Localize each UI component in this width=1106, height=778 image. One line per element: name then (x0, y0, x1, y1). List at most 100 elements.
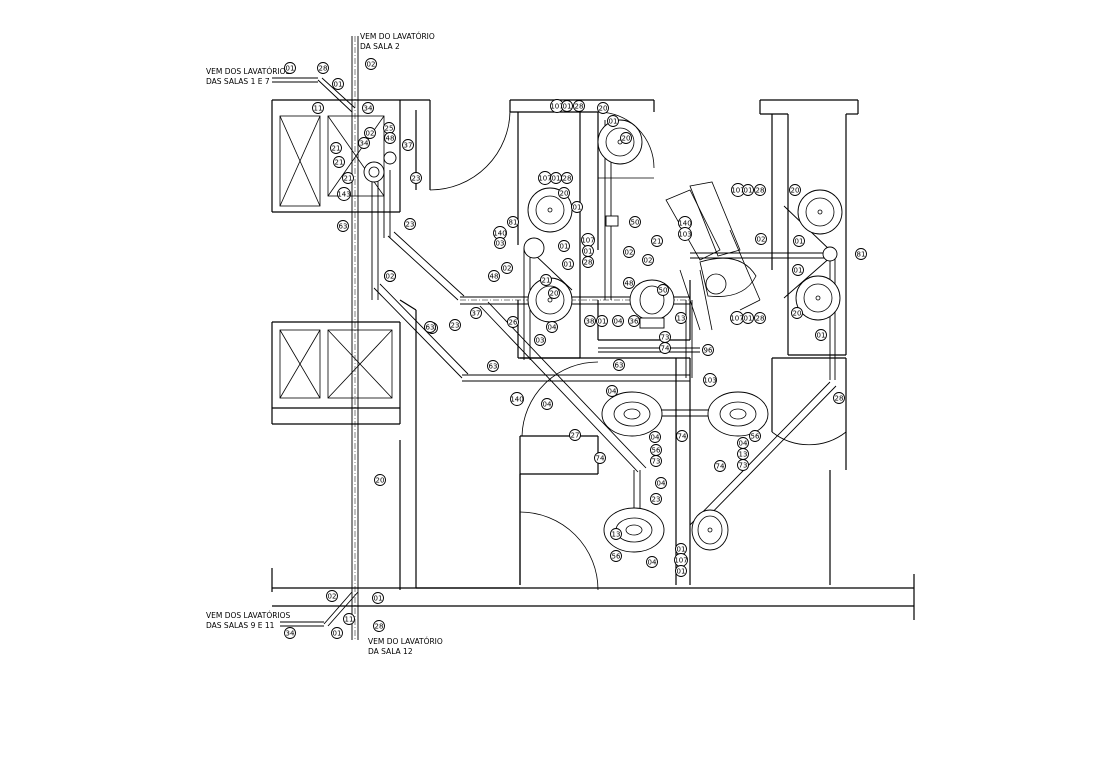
pipe-tag: 20 (558, 187, 570, 199)
pipe-tag-label: 28 (756, 187, 765, 195)
pipe-tag: 13 (675, 312, 687, 324)
pipe-tag: 01 (675, 543, 687, 555)
pipe-tag-label: 02 (366, 130, 375, 138)
pipe-tag-label: 04 (657, 480, 666, 488)
pipe-tag-label: 96 (704, 347, 713, 355)
pipe-tag-label: 23 (451, 322, 460, 330)
pipe-tag-label: 48 (490, 273, 499, 281)
pipe-tag-label: 03 (496, 240, 505, 248)
pipe-tag: 96 (702, 344, 714, 356)
notes: VEM DOS LAVATÓRIOS DAS SALAS 1 E 7 VEM D… (206, 32, 443, 656)
pipe-tag-label: 103 (703, 377, 716, 385)
pipe-tag-label: 01 (560, 243, 569, 251)
pipe-tag: 28 (754, 312, 766, 324)
pipe-tag-label: 01 (677, 546, 686, 554)
pipe-tag-label: 81 (509, 219, 518, 227)
pipe-tag: 01 (675, 565, 687, 577)
pipe-tag-label: 28 (756, 315, 765, 323)
pipe-tag-label: 21 (542, 277, 551, 285)
pipe-tag: 21 (333, 156, 345, 168)
pipe-tag-label: 21 (653, 238, 662, 246)
pipe-tag: 01 (582, 245, 594, 257)
note-bottom-mid-2: DA SALA 12 (368, 647, 413, 656)
pipe-tag: 28 (317, 62, 329, 74)
pipe-tag: 01 (561, 100, 573, 112)
pipe-tag-label: 56 (612, 553, 621, 561)
pipe-tag: 01 (742, 312, 754, 324)
wc-1 (601, 391, 663, 437)
pipe-tag: 26 (507, 316, 519, 328)
pipe-tag-label: 01 (677, 568, 686, 576)
pipe-tag: 20 (791, 307, 803, 319)
pipe-tag-label: 02 (625, 249, 634, 257)
pipe-tag: 23 (650, 493, 662, 505)
pipe-tag: 11 (312, 102, 324, 114)
pipe-tag: 73 (659, 331, 671, 343)
pipe-tag: 107 (538, 171, 552, 185)
pipe-tag: 04 (612, 315, 624, 327)
pipe-tag: 02 (365, 58, 377, 70)
pipe-tag: 21 (540, 274, 552, 286)
pipe-tag: 20 (548, 287, 560, 299)
pipe-tag: 21 (342, 172, 354, 184)
pipe-tag-label: 23 (412, 175, 421, 183)
pipe-tag-label: 04 (614, 318, 623, 326)
pipe-tag: 140 (510, 392, 524, 406)
pipe-tag-label: 01 (817, 332, 826, 340)
pipe-tag: 03 (494, 237, 506, 249)
pipe-tag-label: 02 (757, 236, 766, 244)
pipe-tag: 74 (714, 460, 726, 472)
pipe-tag: 103 (678, 227, 692, 241)
pipe-tag: 28 (373, 620, 385, 632)
wc-2 (707, 391, 769, 437)
pipe-tag: 74 (594, 452, 606, 464)
pipe-tag: 01 (284, 62, 296, 74)
pipe-tag: 21 (330, 142, 342, 154)
pipe-tag: 01 (596, 315, 608, 327)
pipe-tag: 74 (676, 430, 688, 442)
pipe-tag: 20 (597, 102, 609, 114)
pipe-tag: 63 (424, 321, 436, 333)
pipe-tag-label: 20 (550, 290, 559, 298)
pipe-tag-label: 48 (386, 135, 395, 143)
pipe-tag: 01 (792, 264, 804, 276)
pipe-tag-label: 20 (793, 310, 802, 318)
pipe-tag-label: 11 (345, 616, 354, 624)
pipe-tag: 34 (362, 102, 374, 114)
pipe-tag-label: 02 (367, 61, 376, 69)
pipe-tag: 103 (703, 373, 717, 387)
basin-3 (527, 277, 573, 323)
pipe-tag-label: 01 (564, 261, 573, 269)
pipe-tag-label: 01 (374, 595, 383, 603)
pipe-tag: 37 (470, 307, 482, 319)
pipe-tag-label: 02 (328, 593, 337, 601)
pipe-tag-label: 21 (344, 175, 353, 183)
pipe-tag: 25 (383, 122, 395, 134)
pipe-tag-label: 01 (573, 204, 582, 212)
pipe-tag-label: 56 (751, 433, 760, 441)
pipe-tag-label: 107 (538, 175, 551, 183)
pipe-tag-label: 21 (332, 145, 341, 153)
pipe-tag-label: 74 (678, 433, 687, 441)
pipe-tag: 04 (646, 556, 658, 568)
pipe-tag-label: 50 (659, 287, 668, 295)
pipe-tag: 81 (507, 216, 519, 228)
pipe-tag-label: 13 (677, 315, 686, 323)
pipe-tag: 107 (730, 311, 744, 325)
pipe-tag-label: 107 (674, 557, 687, 565)
pipe-tag-label: 01 (286, 65, 295, 73)
pipe-tag-label: 63 (426, 324, 435, 332)
pipe-tag-label: 48 (625, 280, 634, 288)
note-top-left-2: DAS SALAS 1 E 7 (206, 77, 270, 86)
pipe-tag: 56 (749, 430, 761, 442)
pipe-tag: 140 (493, 226, 507, 240)
pipe-tag-label: 73 (739, 462, 748, 470)
pipe-tag: 01 (793, 235, 805, 247)
pipe-tag-label: 01 (795, 238, 804, 246)
pipe-tag-label: 20 (376, 477, 385, 485)
pipe-tag: 107 (581, 233, 595, 247)
pipe-tag-label: 04 (739, 440, 748, 448)
pipe-tag-label: 01 (598, 318, 607, 326)
pipe-tag-label: 140 (493, 230, 506, 238)
pipe-tag-label: 28 (835, 395, 844, 403)
